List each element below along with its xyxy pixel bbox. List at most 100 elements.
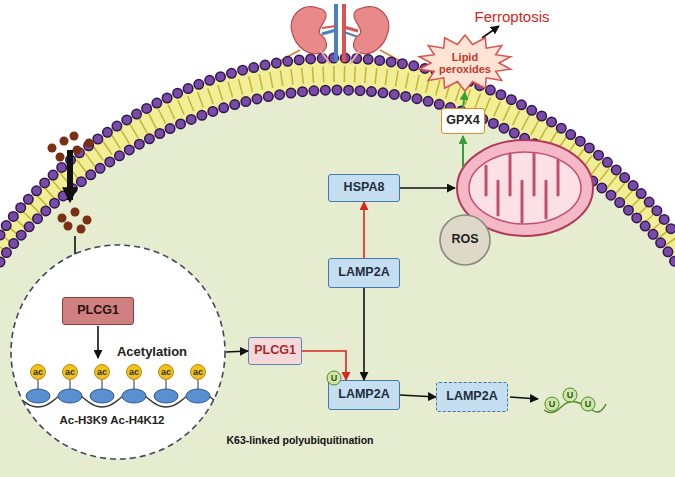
node-label: GPX4 bbox=[446, 114, 479, 128]
artery bbox=[322, 26, 336, 28]
ubiquitin-mark: U bbox=[563, 388, 578, 403]
particle bbox=[60, 137, 69, 146]
particle bbox=[56, 153, 65, 162]
node-label: Lipid peroxides bbox=[434, 51, 496, 75]
cristae bbox=[486, 154, 558, 222]
acetyl-mark: ac bbox=[190, 364, 206, 380]
nucleosome bbox=[186, 389, 210, 403]
node-label: ROS bbox=[451, 233, 478, 247]
stem bbox=[133, 380, 134, 389]
ros-circle: ROS bbox=[439, 214, 491, 266]
lipid-tails bbox=[0, 74, 675, 248]
pathway-arrow bbox=[482, 26, 499, 38]
node-label: LAMP2A bbox=[338, 266, 389, 280]
process-label: K63-linked polyubiquitination bbox=[227, 434, 374, 446]
stem bbox=[197, 380, 198, 389]
particle bbox=[85, 139, 94, 148]
node-label: LAMP2A bbox=[338, 388, 389, 402]
kidney bbox=[354, 7, 389, 54]
acetyl-mark: ac bbox=[126, 364, 142, 380]
particle bbox=[48, 144, 57, 153]
stem bbox=[69, 380, 70, 389]
stem bbox=[165, 380, 166, 389]
lipid-heads bbox=[0, 90, 675, 262]
protein-box: GPX4 bbox=[441, 108, 485, 134]
protein-box: LAMP2A bbox=[328, 380, 400, 410]
particle bbox=[70, 132, 79, 141]
crista bbox=[533, 154, 536, 195]
protein-box: HSPA8 bbox=[328, 174, 400, 202]
acetyl-mark: ac bbox=[158, 364, 174, 380]
kidney bbox=[291, 7, 326, 54]
crista bbox=[485, 166, 488, 195]
vein bbox=[334, 4, 338, 62]
crista bbox=[497, 181, 500, 215]
degraded-protein-box: LAMP2A bbox=[436, 382, 508, 412]
dna-strand bbox=[22, 393, 214, 407]
lipid-heads bbox=[0, 90, 675, 262]
star-shape bbox=[419, 35, 511, 91]
acetyl-stems bbox=[38, 380, 198, 389]
pathway-connector bbox=[363, 202, 365, 258]
nucleosome bbox=[122, 389, 146, 403]
ubiquitin-mark: U bbox=[581, 397, 596, 412]
nucleosome bbox=[90, 389, 114, 403]
acetyl-mark: ac bbox=[62, 364, 78, 380]
region-text: Ac-H3K9 Ac-H4K12 bbox=[59, 414, 164, 427]
pathway-arrow bbox=[510, 397, 538, 399]
vein bbox=[344, 32, 358, 37]
nucleus-region: PLCG1AcetylationAc-H3K9 Ac-H4K12 bbox=[10, 244, 226, 460]
vein bbox=[322, 30, 336, 34]
ureter bbox=[320, 50, 330, 64]
ureter bbox=[350, 50, 360, 64]
pathway-arrow bbox=[97, 326, 99, 358]
pathway-arrow bbox=[400, 187, 455, 189]
pathway-connector bbox=[302, 351, 346, 380]
nucleosomes bbox=[26, 389, 210, 403]
node-label: LAMP2A bbox=[446, 390, 497, 404]
circle-shape bbox=[11, 245, 225, 459]
uptake-arrow bbox=[67, 150, 73, 200]
particle bbox=[73, 146, 82, 155]
circle-shape bbox=[440, 215, 490, 265]
nucleosome bbox=[58, 389, 82, 403]
outcome-label: Ferroptosis bbox=[474, 8, 549, 25]
pathway-connector bbox=[363, 288, 365, 380]
acetyl-mark: ac bbox=[30, 364, 46, 380]
crista bbox=[521, 181, 524, 222]
particle bbox=[71, 208, 80, 217]
ubiquitin-mark: U bbox=[545, 397, 560, 412]
crista bbox=[509, 154, 512, 195]
inner-membrane bbox=[469, 152, 581, 224]
ubiquitin-mark: U bbox=[327, 371, 342, 386]
particle bbox=[83, 216, 92, 225]
pathway-connector bbox=[400, 395, 436, 397]
artery bbox=[344, 27, 358, 31]
stem bbox=[37, 380, 38, 389]
bilayer-core bbox=[0, 58, 675, 262]
particle bbox=[58, 214, 67, 223]
particle bbox=[77, 225, 86, 234]
crista bbox=[545, 181, 548, 218]
pathway-arrow bbox=[462, 136, 464, 167]
nucleosome bbox=[26, 389, 50, 403]
particles bbox=[48, 132, 94, 234]
nucleosome bbox=[154, 389, 178, 403]
protein-box: PLCG1 bbox=[62, 297, 134, 325]
kidney-illustration bbox=[291, 4, 389, 64]
stem bbox=[101, 380, 102, 389]
acetyl-mark: ac bbox=[94, 364, 110, 380]
nucleus-fill bbox=[11, 245, 225, 459]
protein-box: PLCG1 bbox=[248, 337, 302, 365]
pathway-connector bbox=[226, 351, 248, 352]
region-text: Acetylation bbox=[117, 345, 187, 359]
node-label: HSPA8 bbox=[344, 181, 385, 195]
node-label: PLCG1 bbox=[254, 344, 296, 358]
lipid-peroxide-star: Lipid peroxides bbox=[417, 34, 513, 92]
crista bbox=[557, 160, 560, 195]
protein-box: LAMP2A bbox=[328, 258, 400, 288]
node-label: PLCG1 bbox=[77, 304, 119, 318]
pathway-connector bbox=[463, 92, 465, 108]
